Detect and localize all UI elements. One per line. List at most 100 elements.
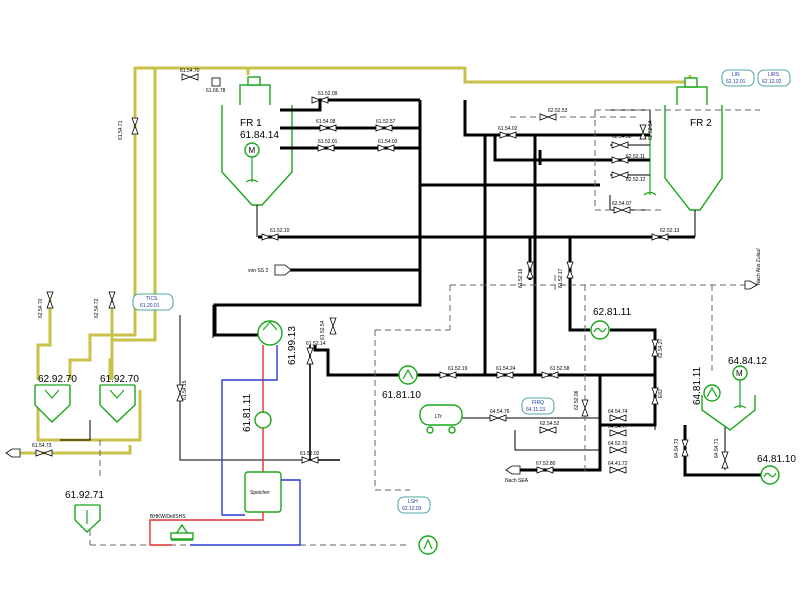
valve-64-54-76[interactable]: 64.54.76 xyxy=(489,409,510,422)
valve-62-52-11[interactable]: 62.52.11 xyxy=(611,154,645,164)
valve-61-52-09[interactable]: 61.52.09 xyxy=(311,91,338,104)
tag-firq-name: FIRQ xyxy=(532,400,544,406)
valve-label: 61.52.54 xyxy=(320,320,326,340)
valve-61-54-71[interactable]: 61.54.71 xyxy=(118,117,139,140)
pump-61-81-11: 61.81.11 xyxy=(221,345,278,516)
pump-64-81-11-label: 64.81.11 xyxy=(692,366,703,405)
valve-61-52-54[interactable]: 61.52.54 xyxy=(320,317,337,340)
valve-64-52-70[interactable]: 64.52.70 xyxy=(608,441,628,454)
hx-62-81-11-label: 62.81.11 xyxy=(593,307,632,318)
valve-label: 62.52.06 xyxy=(574,390,580,410)
valve-61-54-24[interactable]: 61.54.24 xyxy=(496,366,516,379)
valve-62-52-53[interactable]: 62.52.53 xyxy=(539,108,568,121)
pump-61-81-10: 61.81.10 xyxy=(382,365,421,401)
valve-label: 62.54.52 xyxy=(540,421,560,427)
valve-61-54-70[interactable]: 61.54.70 xyxy=(180,68,200,81)
tank-fr2-label: FR 2 xyxy=(690,118,712,129)
tag-firq-id: 64.11.13 xyxy=(526,407,545,413)
valve-label: 62.52.11 xyxy=(626,154,645,160)
pump-61-81-10-label: 61.81.10 xyxy=(382,390,421,401)
valve-64-54-73[interactable]: 64.54.73 xyxy=(674,438,689,458)
valve-label: 61.54.02 xyxy=(498,126,518,132)
valve-67-52-80[interactable]: 67.52.80 xyxy=(536,461,556,474)
tank-fr1: FR 1 61.84.14 M xyxy=(221,76,293,237)
valve-61-54-08[interactable]: 61.54.08 xyxy=(316,119,337,132)
valve-61-52-17[interactable]: 61.52.17 xyxy=(558,261,574,288)
valve-label: 64.41.72 xyxy=(608,461,628,467)
label-von-ss2: von SS 2 xyxy=(248,268,269,274)
valve-label: 61.52.19 xyxy=(448,366,468,372)
svg-text:M: M xyxy=(736,369,743,378)
valve-label: 62.52.12 xyxy=(626,177,646,183)
hopper-61-92-70: 61.92.70 xyxy=(99,374,139,423)
valve-61-52-16[interactable]: 61.52.16 xyxy=(518,261,534,288)
heat-exchanger-61-99-13: 61.99.13 xyxy=(257,320,298,365)
label-nach-sea: Nach SEA xyxy=(505,478,529,484)
hopper-61-label: 61.92.70 xyxy=(100,374,139,385)
valve-64-54-74[interactable]: 64.54.74 xyxy=(608,409,628,422)
valve-label: 61.52.17 xyxy=(558,268,564,288)
storage-label: Speicher xyxy=(250,490,270,496)
tag-lirs-name: LIRS xyxy=(768,72,780,78)
valve-62-54-52[interactable]: 62.54.52 xyxy=(539,421,560,434)
valve-label: 62.54.72 xyxy=(94,298,100,318)
valve-label: 64.52.70 xyxy=(608,441,628,447)
valve-62-54-58[interactable]: 62.54.58 xyxy=(611,134,632,149)
valve-64-54-77[interactable]: 64.54.77 xyxy=(608,424,628,437)
valve-61-54-73[interactable]: 61.54.73 xyxy=(32,443,53,457)
tag-lsh-id: 62.12.03 xyxy=(402,506,422,512)
valve-label: 64.54.74 xyxy=(608,409,628,415)
valve-61-52-01[interactable]: 61.52.01 xyxy=(317,139,338,152)
valve-label: 62.52.54 xyxy=(648,120,654,140)
valve-label: 61.54.70 xyxy=(180,68,200,74)
valve-label: 67.52.80 xyxy=(536,461,556,467)
hopper-62-92-70: 62.92.70 xyxy=(34,374,77,423)
valve-label: 62.54.07 xyxy=(612,201,632,207)
valve-61-52-10[interactable]: 61.52.10 xyxy=(261,228,290,241)
valve-62-54-07[interactable]: 62.54.07 xyxy=(612,201,632,214)
valve-62-54-70[interactable]: 62.54.70 xyxy=(38,291,54,318)
valve-64-54-71[interactable]: 64.54.71 xyxy=(714,438,729,469)
instrument-tags: LIR 62.12.01 LIRS 62.12.02 TICS 61.20.01… xyxy=(132,69,791,514)
valve-label: 61.54.73 xyxy=(32,443,52,449)
label-nach-abs: Nach Abs Zulauf xyxy=(756,248,762,285)
svg-text:M: M xyxy=(249,146,256,155)
valve-61-52-57[interactable]: 61.52.57 xyxy=(375,119,396,132)
valve-62-52-13[interactable]: 62.52.13 xyxy=(651,228,680,241)
valve-label: 61.52.02 xyxy=(300,451,320,457)
pump-61-81-11-label: 61.81.11 xyxy=(242,393,253,432)
valve-label: 61.52.09 xyxy=(318,91,338,97)
main-process-lines xyxy=(179,98,770,477)
valve-64-41-72[interactable]: 64.41.72 xyxy=(608,461,628,474)
valve-label: 61.54.24 xyxy=(496,366,516,372)
tag-lir-name: LIR xyxy=(732,72,740,78)
valve-label: 62.52.13 xyxy=(660,228,680,234)
valve-label: 61.52.14 xyxy=(306,341,326,347)
valve-62-52-12[interactable]: 62.52.12 xyxy=(611,171,646,183)
valve-61-52-58[interactable]: 61.52.58 xyxy=(541,366,570,379)
valve-61-54-03[interactable]: 61.54.03 xyxy=(377,139,398,152)
valve-61-66-78: 61.66.78 xyxy=(206,77,226,94)
arrow-left-icon xyxy=(5,448,21,458)
arrow-right-icon xyxy=(274,264,292,276)
auxiliary-lines xyxy=(60,109,760,546)
valve-62-54-27[interactable]: 62.54.27 xyxy=(651,338,664,358)
valve-62-52-54[interactable]: 62.52.54 xyxy=(639,120,654,140)
valve-61-52-19[interactable]: 61.52.19 xyxy=(439,366,468,379)
hx-62-81-11: 62.81.11 xyxy=(590,307,632,340)
valve-e62[interactable]: E62 xyxy=(651,387,664,405)
tank-fr1-label: FR 1 xyxy=(240,118,262,129)
valve-61-52-14[interactable]: 61.52.14 xyxy=(306,341,326,365)
ltr-vessel: LTr xyxy=(419,404,463,434)
valve-label: 62.54.58 xyxy=(612,134,632,140)
valve-62-52-06[interactable]: 62.52.06 xyxy=(574,390,589,417)
valve-61-54-02[interactable]: 61.54.02 xyxy=(498,126,518,139)
valve-61-52-02[interactable]: 61.52.02 xyxy=(300,451,320,464)
tag-tics-name: TICS xyxy=(146,296,158,302)
valve-label: 61.52.58 xyxy=(550,366,570,372)
valve-61-54-15[interactable]: 61.54.15 xyxy=(176,380,188,402)
bhkw-label: BHKW/Del/SHS xyxy=(150,514,186,520)
valve-label: 64.54.77 xyxy=(608,424,628,430)
valve-label: 62.52.53 xyxy=(548,108,568,114)
valve-62-54-72[interactable]: 62.54.72 xyxy=(94,291,116,318)
